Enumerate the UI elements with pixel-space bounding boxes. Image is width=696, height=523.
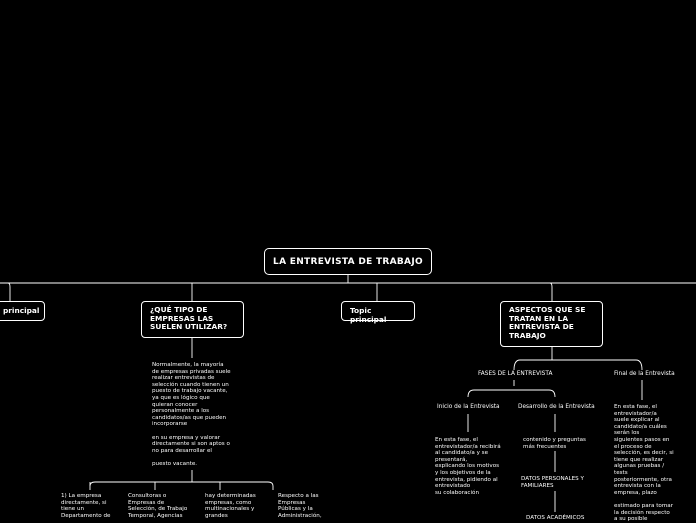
datos-academicos[interactable]: DATOS ACADÉMICOS <box>526 515 585 521</box>
topic-label: principal <box>3 306 40 315</box>
topic-label: ASPECTOS QUE SE TRATAN EN LA ENTREVISTA … <box>509 305 586 340</box>
desarrollo-entrevista[interactable]: Desarrollo de la Entrevista <box>518 404 595 410</box>
root-title: LA ENTREVISTA DE TRABAJO <box>273 256 423 267</box>
tipos-child-multinacionales: hay determinadas empresas, como multinac… <box>205 493 256 519</box>
final-description: En esta fase, el entrevistador/a suele e… <box>614 404 674 523</box>
topic-principal[interactable]: Topic principal <box>341 301 415 324</box>
tipos-child-empresa: 1) La empresa directamente, si tiene un … <box>61 493 111 519</box>
topic-tipos-empresas[interactable]: ¿QUÉ TIPO DE EMPRESAS LAS SUELEN UTILIZA… <box>141 301 244 338</box>
inicio-description: En esta fase, el entrevistador/a recibir… <box>435 437 501 496</box>
final-entrevista[interactable]: Final de la Entrevista <box>614 371 675 377</box>
tipos-child-publicas: Respecto a las Empresas Públicas y la Ad… <box>278 493 322 519</box>
contenido-preguntas[interactable]: contenido y preguntas más frecuentes <box>523 437 586 450</box>
datos-personales[interactable]: DATOS PERSONALES Y FAMILIARES <box>521 476 584 489</box>
topic-principal-left[interactable]: principal <box>0 301 45 321</box>
root-topic[interactable]: LA ENTREVISTA DE TRABAJO <box>264 248 432 275</box>
topic-aspectos[interactable]: ASPECTOS QUE SE TRATAN EN LA ENTREVISTA … <box>500 301 603 347</box>
inicio-entrevista[interactable]: Inicio de la Entrevista <box>437 404 500 410</box>
fases-entrevista[interactable]: FASES DE LA ENTREVISTA <box>478 371 553 377</box>
topic-label: ¿QUÉ TIPO DE EMPRESAS LAS SUELEN UTILIZA… <box>150 305 228 332</box>
tipos-description: Normalmente, la mayoría de empresas priv… <box>152 362 231 467</box>
tipos-child-consultoras: Consultoras o Empresas de Selección, de … <box>128 493 188 519</box>
topic-label: Topic principal <box>350 306 387 324</box>
